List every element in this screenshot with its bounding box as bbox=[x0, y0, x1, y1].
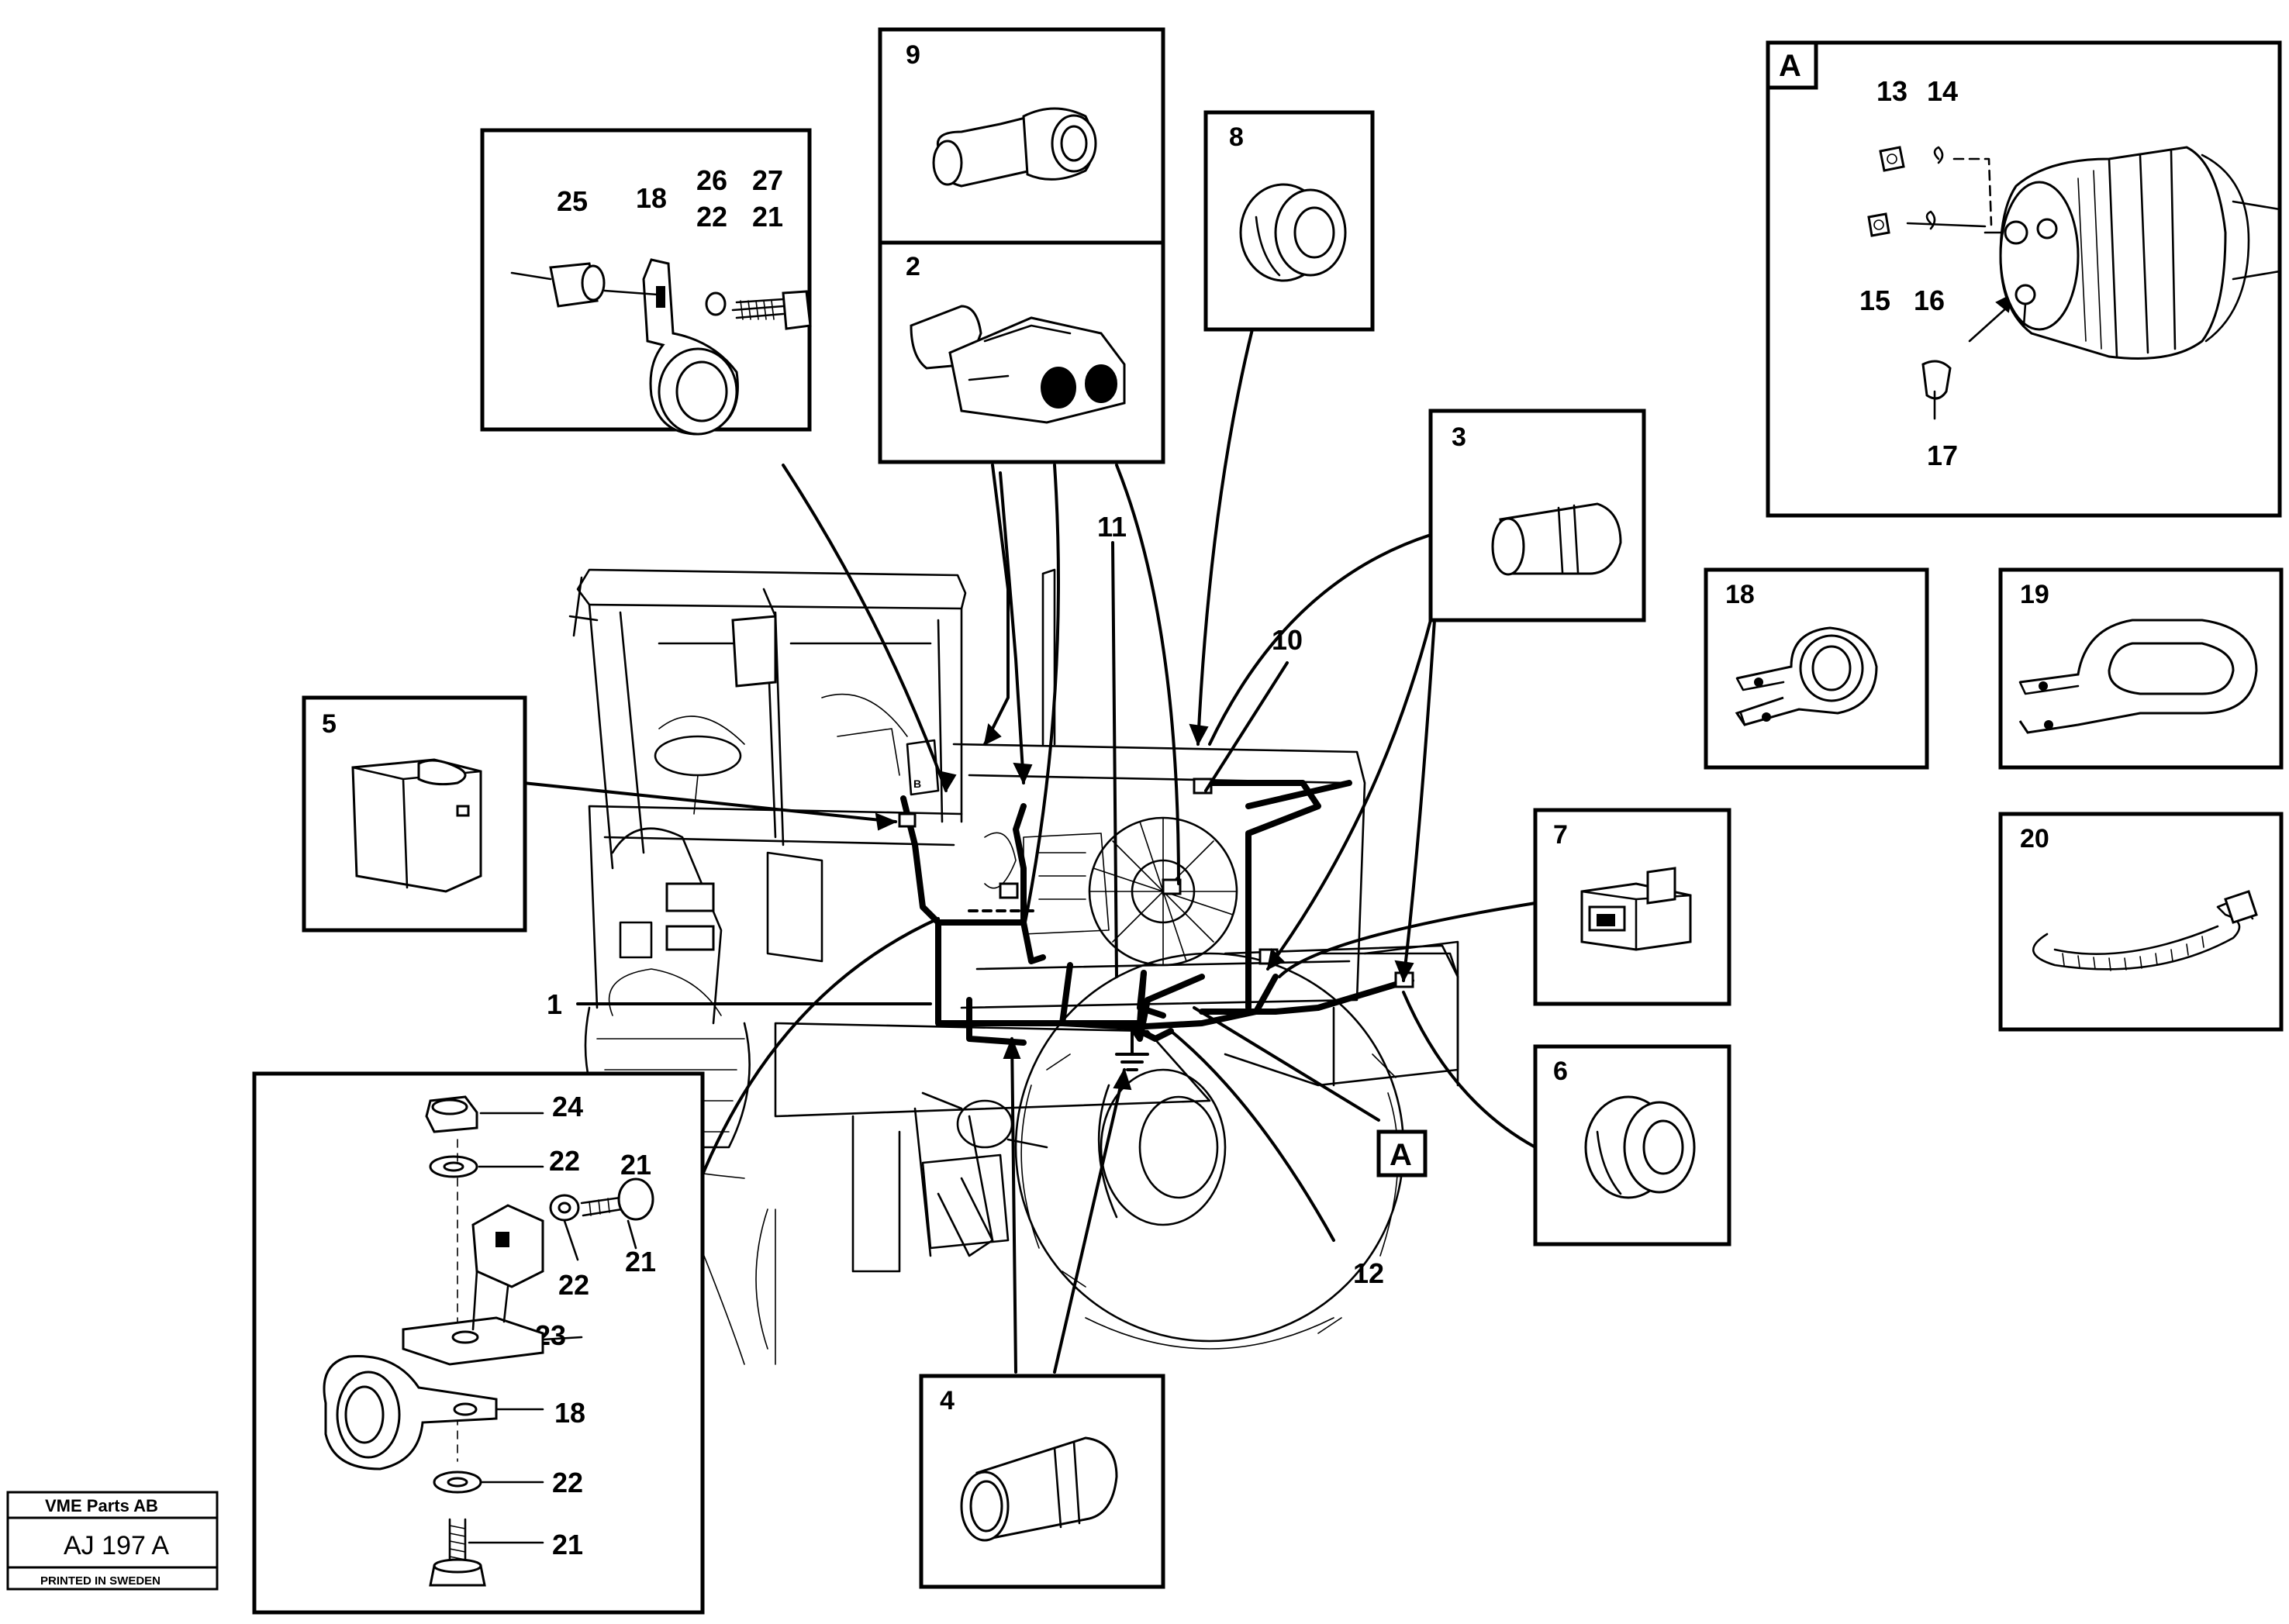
title-company: VME Parts AB bbox=[45, 1496, 158, 1515]
title-block: VME Parts AB AJ 197 A PRINTED IN SWEDEN bbox=[6, 1491, 219, 1591]
bracket-detail-box: 24 22 21 22 21 23 18 22 21 bbox=[252, 1071, 705, 1615]
box-8-number: 8 bbox=[1229, 122, 1244, 152]
detail-box-6: 6 bbox=[1533, 1044, 1731, 1246]
ref-a-box bbox=[1376, 1129, 1428, 1177]
label-10: 10 bbox=[1272, 624, 1303, 656]
label-26: 26 bbox=[696, 164, 727, 196]
box-a-label: A bbox=[1779, 49, 1801, 83]
label-22-bottom: 22 bbox=[552, 1467, 583, 1498]
box-4-number: 4 bbox=[940, 1386, 955, 1415]
detail-box-8: 8 bbox=[1203, 110, 1375, 332]
box-6-number: 6 bbox=[1553, 1057, 1568, 1086]
box-20-number: 20 bbox=[2020, 824, 2049, 853]
detail-box-20: 20 bbox=[1998, 812, 2284, 1032]
label-24: 24 bbox=[552, 1091, 583, 1122]
label-22: 22 bbox=[696, 201, 727, 233]
detail-box-4: 4 bbox=[919, 1374, 1165, 1589]
label-17: 17 bbox=[1927, 440, 1958, 471]
detail-box-7: 7 bbox=[1533, 808, 1731, 1006]
label-25: 25 bbox=[557, 185, 588, 217]
ref-a-label: A bbox=[1390, 1138, 1412, 1172]
label-21: 21 bbox=[752, 201, 783, 233]
box-3-number: 3 bbox=[1452, 422, 1466, 452]
box-2-number: 2 bbox=[906, 252, 920, 281]
box-5-number: 5 bbox=[322, 709, 337, 739]
label-21-bottom: 21 bbox=[552, 1529, 583, 1560]
detail-box-3: 3 bbox=[1428, 409, 1646, 622]
detail-box-a-alternator: A 13 14 15 16 17 bbox=[1766, 40, 2282, 518]
clamp-detail-box: 25 18 26 22 27 21 bbox=[480, 128, 812, 436]
label-1: 1 bbox=[547, 988, 562, 1020]
box-7-number: 7 bbox=[1553, 820, 1568, 850]
detail-box-5: 5 bbox=[302, 695, 527, 933]
label-18: 18 bbox=[636, 182, 667, 214]
label-22-top: 22 bbox=[549, 1145, 580, 1177]
label-27: 27 bbox=[752, 164, 783, 196]
label-22-mid: 22 bbox=[558, 1269, 589, 1301]
label-21-top: 21 bbox=[620, 1149, 651, 1181]
label-12: 12 bbox=[1353, 1257, 1384, 1289]
label-14: 14 bbox=[1927, 75, 1958, 107]
label-13: 13 bbox=[1876, 75, 1908, 107]
label-11: 11 bbox=[1097, 511, 1127, 543]
label-18-bracket: 18 bbox=[554, 1397, 585, 1429]
box-18-number: 18 bbox=[1725, 580, 1755, 609]
label-16: 16 bbox=[1914, 284, 1945, 316]
detail-box-19: 19 bbox=[1998, 567, 2284, 770]
detail-box-18: 18 bbox=[1704, 567, 1929, 770]
label-21-mid: 21 bbox=[625, 1246, 656, 1277]
box-19-number: 19 bbox=[2020, 580, 2049, 609]
wiring-harness: B bbox=[898, 739, 1414, 1071]
box-9-number: 9 bbox=[906, 40, 920, 70]
main-part-numbers: 1 11 10 12 A bbox=[547, 511, 1428, 1289]
leader-lines bbox=[522, 328, 1537, 1374]
detail-box-2: 2 bbox=[878, 240, 1165, 464]
title-printed: PRINTED IN SWEDEN bbox=[40, 1574, 161, 1588]
svg-text:B: B bbox=[913, 778, 921, 790]
label-15: 15 bbox=[1859, 284, 1890, 316]
title-code: AJ 197 A bbox=[64, 1531, 169, 1560]
detail-box-9: 9 bbox=[878, 27, 1165, 245]
